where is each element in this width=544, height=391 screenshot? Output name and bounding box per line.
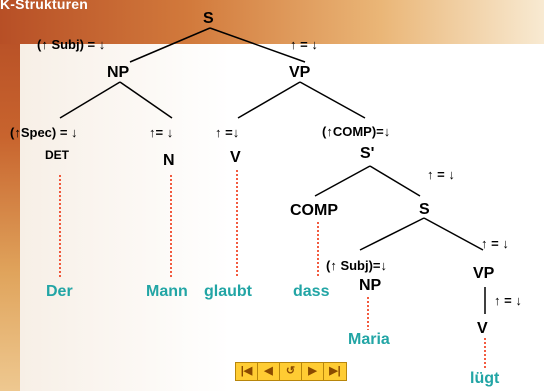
anno-n-eq: ↑= ↓ [149,125,174,140]
word-maria: Maria [348,331,390,348]
edge-vp-v [237,81,301,119]
edge-s-vp [209,27,306,63]
node-np: NP [107,64,130,81]
word-mann: Mann [146,283,188,300]
word-glaubt: glaubt [204,283,252,300]
node-v2: V [477,320,488,337]
node-vp: VP [289,64,311,81]
edge-sbar-s [369,165,421,197]
edge-np-n [119,81,173,119]
node-s: S [203,10,214,27]
anno-vp-eq: ↑ = ↓ [290,37,318,52]
edge-s-np2 [359,217,425,251]
top-gradient-bar: K-Strukturen [0,0,544,44]
edge-sbar-comp [314,165,371,197]
node-n: N [163,152,175,169]
anno-v2-eq: ↑ = ↓ [494,293,522,308]
word-der: Der [46,283,73,300]
slide-title: K-Strukturen [0,0,88,12]
anno-v-eq: ↑ =↓ [215,125,240,140]
word-dass: dass [293,283,330,300]
anno-sbar-comp: (↑COMP)=↓ [322,124,391,139]
edge-s-vp2 [423,217,484,251]
node-sbar: S' [360,145,375,162]
first-slide-button[interactable]: |◀ [236,363,258,380]
node-comp: COMP [290,202,338,219]
node-vp2: VP [473,265,495,282]
anno-s2-eq: ↑ = ↓ [427,167,455,182]
edge-s-np [129,27,211,63]
content-panel [20,44,544,391]
anno-det-spec: (↑Spec) = ↓ [10,125,78,140]
left-gradient-bar [0,0,20,391]
node-v: V [230,149,241,166]
last-slide-button[interactable]: ▶| [324,363,346,380]
node-det: DET [45,148,69,162]
anno-np-subj: (↑ Subj) = ↓ [37,37,106,52]
next-slide-button[interactable]: ▶ [302,363,324,380]
edge-vp-sbar [299,81,366,119]
node-np2: NP [359,277,382,294]
anno-np2-subj: (↑ Subj)=↓ [326,258,388,273]
node-s2: S [419,201,430,218]
anno-vp2-eq: ↑ = ↓ [481,236,509,251]
edge-np-det [59,81,121,119]
return-button[interactable]: ↺ [280,363,302,380]
word-luegt: lügt [470,370,500,387]
slide-nav: |◀ ◀ ↺ ▶ ▶| [235,362,347,381]
prev-slide-button[interactable]: ◀ [258,363,280,380]
